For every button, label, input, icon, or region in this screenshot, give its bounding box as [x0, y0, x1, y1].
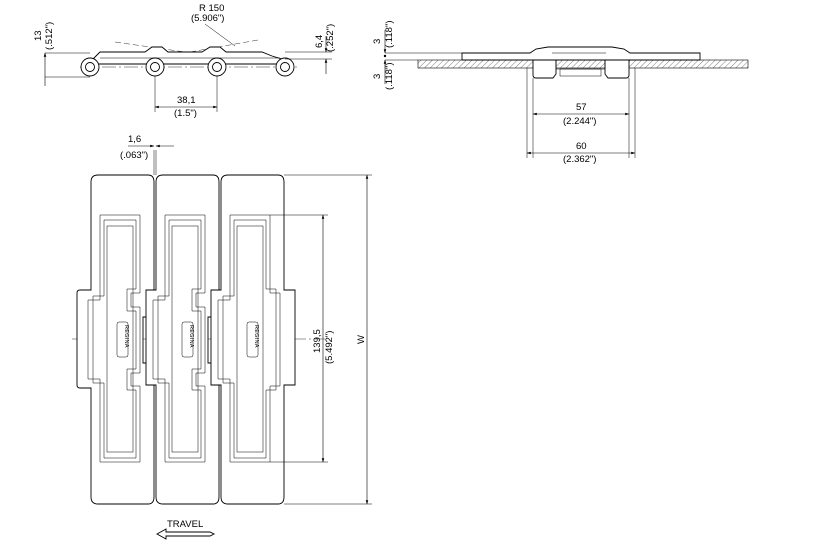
gap-label-inch: (.063") — [120, 150, 148, 161]
height-label-inch: (.512") — [44, 22, 55, 50]
outer-width-label-inch: (2.362") — [563, 154, 596, 165]
logo-3: REGINA — [253, 325, 259, 348]
hinge-knuckles — [80, 57, 295, 77]
inner-width-label: 57 — [576, 102, 587, 113]
travel-label: TRAVEL — [167, 519, 203, 530]
width-label: W — [356, 335, 367, 344]
top-3-label-inch: (.118") — [384, 21, 395, 48]
top-view: REGINA REGINA REGINA 1,6 (.063") — [72, 134, 372, 540]
pitch-label-inch: (1.5") — [174, 108, 197, 119]
gap-label: 1,6 — [128, 134, 141, 145]
side-view: R 150 (5.906") 13 (.512") 6,4 (.252") 38… — [33, 3, 336, 119]
pitch-label: 38,1 — [177, 95, 196, 106]
travel-arrow-icon — [156, 528, 216, 540]
logo-1: REGINA — [123, 325, 129, 348]
radius-label-inch: (5.906") — [191, 13, 224, 24]
length-label-inch: (5.492") — [324, 331, 335, 364]
radius-label: R 150 — [199, 3, 224, 14]
logo-2: REGINA — [188, 325, 194, 348]
outer-width-label: 60 — [576, 141, 587, 152]
chain-plate-3: REGINA — [210, 174, 296, 505]
inner-width-label-inch: (2.244") — [563, 116, 596, 127]
thickness-label-inch: (.252") — [325, 24, 336, 52]
thickness-label: 6,4 — [314, 35, 325, 48]
front-view: 3 (.118") 3 (.118") 57 (2.244") 60 (2.36… — [372, 21, 749, 165]
height-label: 13 — [33, 30, 44, 41]
chain-plate-2: REGINA — [145, 174, 220, 505]
bottom-3-label: 3 — [372, 74, 383, 79]
length-label: 139,5 — [312, 329, 323, 353]
bottom-3-label-inch: (.118") — [384, 63, 395, 90]
chain-plate-1: REGINA — [76, 174, 155, 505]
top-3-label: 3 — [372, 39, 383, 44]
